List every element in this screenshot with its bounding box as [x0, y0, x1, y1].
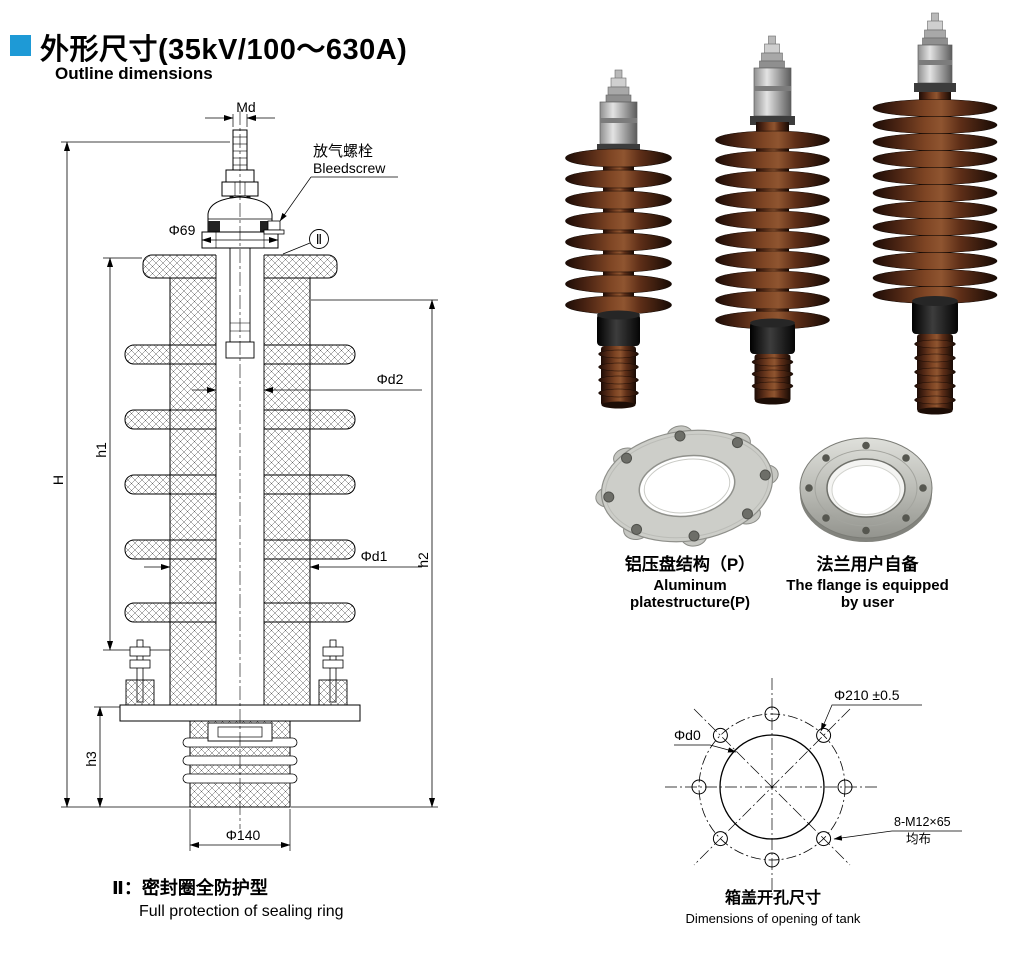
tank-opening-caption: 箱盖开孔尺寸 Dimensions of opening of tank	[662, 884, 884, 926]
aluminum-plate-photo	[595, 425, 779, 547]
dim-label-h2: h2	[415, 552, 431, 568]
dim-label-md: Md	[236, 99, 255, 115]
aluminum-plate-caption: 铝压盘结构（P） Aluminum platestructure(P)	[595, 555, 785, 611]
tank-opening-caption-en: Dimensions of opening of tank	[685, 911, 861, 926]
drawing-caption: Ⅱ：密封圈全防护型 Full protection of sealing rin…	[112, 874, 344, 921]
drawing-geometry	[61, 111, 438, 851]
page-subtitle: Outline dimensions	[55, 64, 213, 83]
dim-label-phid1: Φd1	[361, 548, 388, 564]
dim-label-phi140: Φ140	[226, 827, 261, 843]
dim-label-phid2: Φd2	[377, 371, 404, 387]
bleedscrew-label-en: Bleedscrew	[313, 160, 386, 176]
drawing-caption-en: Full protection of sealing ring	[139, 903, 344, 920]
bolt-spec-label: 8-M12×65	[894, 815, 951, 829]
dim-label-bolt-circle: Φ210 ±0.5	[834, 687, 900, 703]
bolt-spec-note-label: 均布	[906, 832, 931, 846]
tank-opening-geometry	[665, 678, 962, 898]
flange-caption-en1: The flange is equipped	[786, 576, 949, 594]
title-bullet-icon	[10, 35, 31, 56]
dim-label-phi69: Φ69	[169, 222, 196, 238]
flange-caption-cn: 法兰用户自备	[816, 555, 919, 574]
drawing-caption-cn: Ⅱ：密封圈全防护型	[112, 878, 268, 898]
aluminum-plate-caption-en2: platestructure(P)	[629, 593, 751, 611]
bushing-photo-small	[565, 69, 672, 409]
dim-label-h1: h1	[93, 442, 109, 458]
aluminum-plate-caption-cn: 铝压盘结构（P）	[624, 555, 756, 574]
dim-label-h3: h3	[83, 751, 99, 767]
bleedscrew-label-cn: 放气螺栓	[313, 143, 373, 160]
section-mark-label: Ⅱ	[316, 232, 322, 247]
drawing-dimension-labels: Md 放气螺栓 Bleedscrew Φ69 Ⅱ Φd2 Φd1 h1 H h2…	[50, 99, 431, 843]
tank-opening-diagram: Φ210 ±0.5 Φd0 8-M12×65 均布	[665, 678, 962, 898]
product-photos	[565, 12, 998, 547]
dim-label-phid0: Φd0	[674, 727, 701, 743]
flange-caption: 法兰用户自备 The flange is equipped by user	[760, 555, 975, 611]
tank-opening-caption-cn: 箱盖开孔尺寸	[724, 890, 821, 907]
flange-photo	[799, 437, 933, 542]
bushing-photo-medium	[715, 35, 830, 405]
bushing-outline-drawing: Md 放气螺栓 Bleedscrew Φ69 Ⅱ Φd2 Φd1 h1 H h2…	[50, 99, 438, 851]
bushing-photo-large	[872, 12, 998, 415]
aluminum-plate-caption-en1: Aluminum	[653, 576, 727, 594]
flange-caption-en2: by user	[840, 593, 895, 611]
tank-opening-labels: Φ210 ±0.5 Φd0 8-M12×65 均布	[674, 687, 951, 846]
dim-label-H: H	[50, 475, 66, 485]
page-title: 外形尺寸(35kV/100～630A)	[40, 34, 408, 66]
